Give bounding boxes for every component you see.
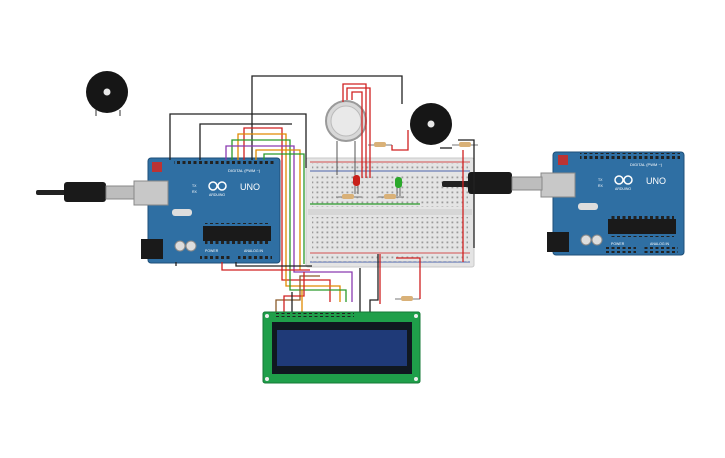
digital-label: DIGITAL (PWM ~) bbox=[630, 162, 663, 167]
lcd-header[interactable] bbox=[274, 313, 354, 317]
reset-button[interactable] bbox=[558, 155, 568, 165]
brand-label: ARDUINO bbox=[615, 187, 631, 191]
arduino-uno-left[interactable]: DIGITAL (PWM ~) UNO ARDUINO TX RX POWER … bbox=[133, 157, 281, 264]
piezo-buzzer-1[interactable] bbox=[86, 71, 128, 116]
uno-label: UNO bbox=[240, 182, 260, 192]
crystal bbox=[578, 203, 598, 210]
arduino-logo-icon bbox=[208, 181, 218, 191]
digital-header[interactable] bbox=[174, 159, 274, 165]
usb-port bbox=[133, 180, 169, 206]
piezo-buzzer-2[interactable] bbox=[410, 103, 452, 145]
tx-label: TX bbox=[598, 178, 603, 182]
rx-label: RX bbox=[598, 184, 604, 188]
lcd-16x2[interactable] bbox=[262, 311, 421, 384]
atmega-chip bbox=[203, 226, 271, 241]
usb-port bbox=[540, 172, 576, 198]
dc-jack bbox=[141, 239, 163, 259]
tx-label: TX bbox=[192, 184, 197, 188]
lcd-screen bbox=[277, 330, 407, 366]
power-header[interactable] bbox=[200, 254, 230, 260]
arduino-logo-icon bbox=[614, 175, 624, 185]
crystal bbox=[172, 209, 192, 216]
capacitor bbox=[174, 240, 186, 252]
digital-header[interactable] bbox=[580, 153, 680, 159]
usb-cable-left[interactable] bbox=[36, 182, 135, 202]
brand-label: ARDUINO bbox=[209, 193, 225, 197]
power-label: POWER bbox=[611, 242, 625, 246]
analog-label: ANALOG IN bbox=[244, 249, 264, 253]
reset-button[interactable] bbox=[152, 162, 162, 172]
rx-label: RX bbox=[192, 190, 198, 194]
dc-jack bbox=[547, 232, 569, 252]
power-header[interactable] bbox=[606, 247, 636, 253]
capacitor bbox=[580, 234, 592, 246]
resistor-1[interactable] bbox=[368, 142, 392, 147]
arduino-uno-right[interactable]: DIGITAL (PWM ~) UNO ARDUINO TX RX POWER … bbox=[540, 151, 685, 256]
atmega-chip bbox=[608, 219, 676, 234]
resistor-4[interactable] bbox=[378, 194, 404, 199]
red-led[interactable] bbox=[353, 175, 360, 194]
resistor-3[interactable] bbox=[336, 194, 362, 199]
green-led[interactable] bbox=[395, 177, 402, 196]
breadboard[interactable] bbox=[305, 157, 475, 268]
analog-label: ANALOG IN bbox=[650, 242, 670, 246]
analog-header[interactable] bbox=[644, 247, 678, 253]
usb-cable-right[interactable] bbox=[442, 172, 543, 194]
analog-header[interactable] bbox=[238, 254, 272, 260]
digital-label: DIGITAL (PWM ~) bbox=[228, 168, 261, 173]
wires[interactable] bbox=[169, 75, 475, 312]
power-label: POWER bbox=[205, 249, 219, 253]
resistor-5[interactable] bbox=[395, 296, 420, 301]
uno-label: UNO bbox=[646, 176, 666, 186]
